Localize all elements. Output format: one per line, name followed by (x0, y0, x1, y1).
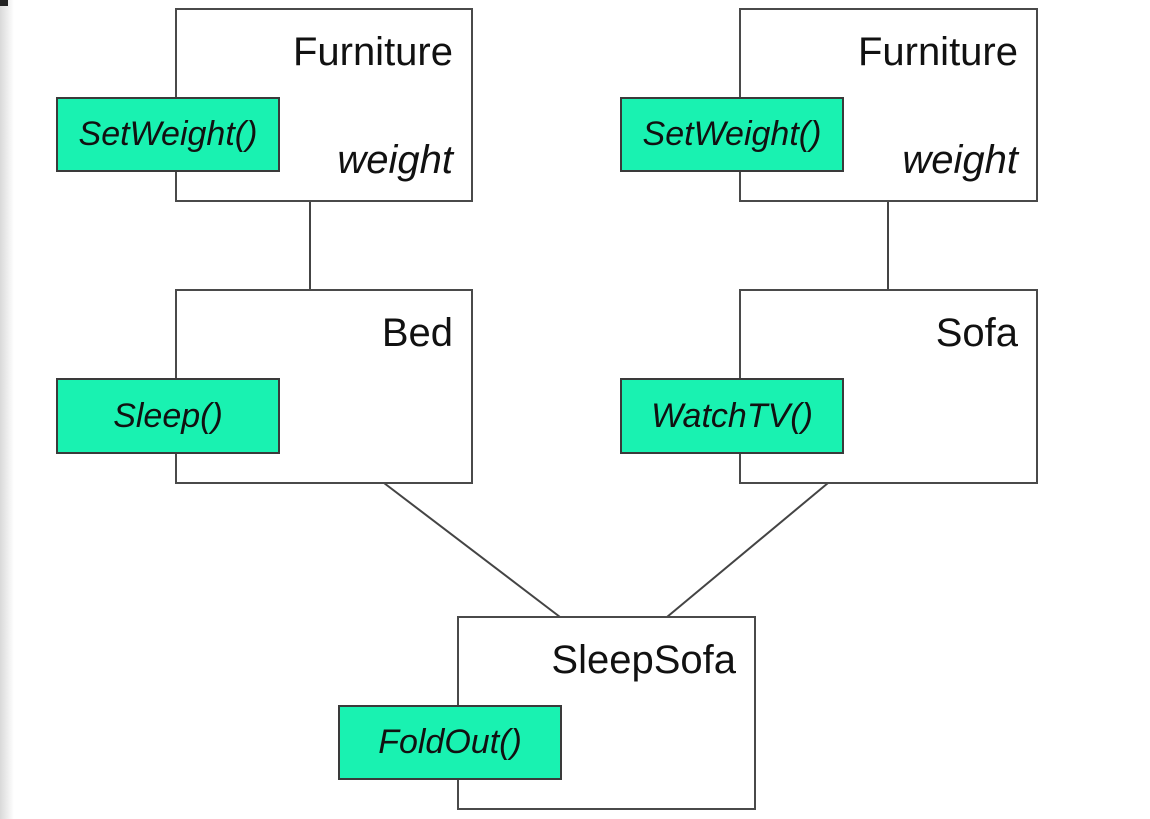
method-setweight-left: SetWeight() (56, 97, 280, 172)
method-sleep: Sleep() (56, 378, 280, 454)
class-name: Bed (381, 311, 453, 355)
connector-sofa-sleepsofa (666, 482, 829, 618)
class-name: Furniture (292, 30, 453, 74)
connector-bed-sleepsofa (383, 482, 561, 618)
attribute-weight: weight (902, 138, 1018, 182)
left-edge-shadow (0, 0, 14, 819)
class-name: Furniture (857, 30, 1018, 74)
corner-mark (0, 0, 8, 6)
attribute-weight: weight (337, 138, 453, 182)
method-watchtv: WatchTV() (620, 378, 844, 454)
class-name: SleepSofa (551, 638, 736, 682)
method-setweight-right: SetWeight() (620, 97, 844, 172)
method-foldout: FoldOut() (338, 705, 562, 780)
class-name: Sofa (935, 311, 1018, 355)
